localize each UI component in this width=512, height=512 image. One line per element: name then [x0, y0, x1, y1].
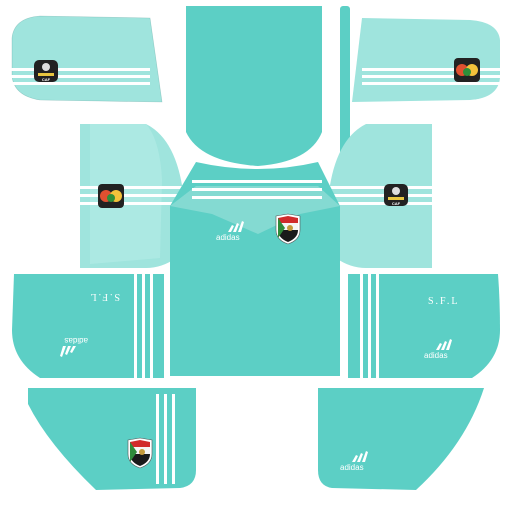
left-sleeve-mid: [80, 124, 184, 268]
svg-text:CAF: CAF: [392, 201, 401, 206]
svg-text:CAF: CAF: [42, 77, 51, 82]
svg-text:S.F.L: S.F.L: [428, 296, 459, 307]
sudan-fa-crest-icon: [127, 437, 153, 469]
left-sleeve-top: CAF: [10, 15, 163, 103]
sudan-fa-crest-icon: [275, 213, 301, 245]
collar-back: [186, 6, 322, 166]
jersey-body: adidas: [170, 162, 340, 376]
caf-tournament-badge-icon: [98, 184, 124, 208]
svg-text:adidas: adidas: [424, 351, 448, 360]
caf-tournament-badge-icon: [454, 58, 480, 82]
right-sock: S.F.L adidas: [348, 274, 500, 378]
adidas-logo-icon: adidas: [340, 451, 368, 472]
right-shorts: adidas: [318, 388, 484, 490]
left-shorts: [28, 388, 196, 490]
svg-text:adidas: adidas: [340, 463, 364, 472]
svg-text:adidas: adidas: [216, 233, 240, 242]
svg-text:adidas: adidas: [64, 336, 88, 345]
svg-text:S.F.L: S.F.L: [89, 291, 120, 302]
caf-tournament-badge-icon: CAF: [34, 60, 58, 82]
collar-strip: [340, 6, 350, 156]
adidas-logo-icon: adidas: [60, 336, 88, 357]
adidas-logo-icon: adidas: [216, 221, 244, 242]
caf-tournament-badge-icon: CAF: [384, 184, 408, 206]
adidas-logo-icon: adidas: [424, 339, 452, 360]
right-sleeve-top: [352, 18, 502, 102]
right-sleeve-mid: CAF: [328, 124, 432, 268]
left-sock: S.F.L adidas: [12, 274, 164, 378]
